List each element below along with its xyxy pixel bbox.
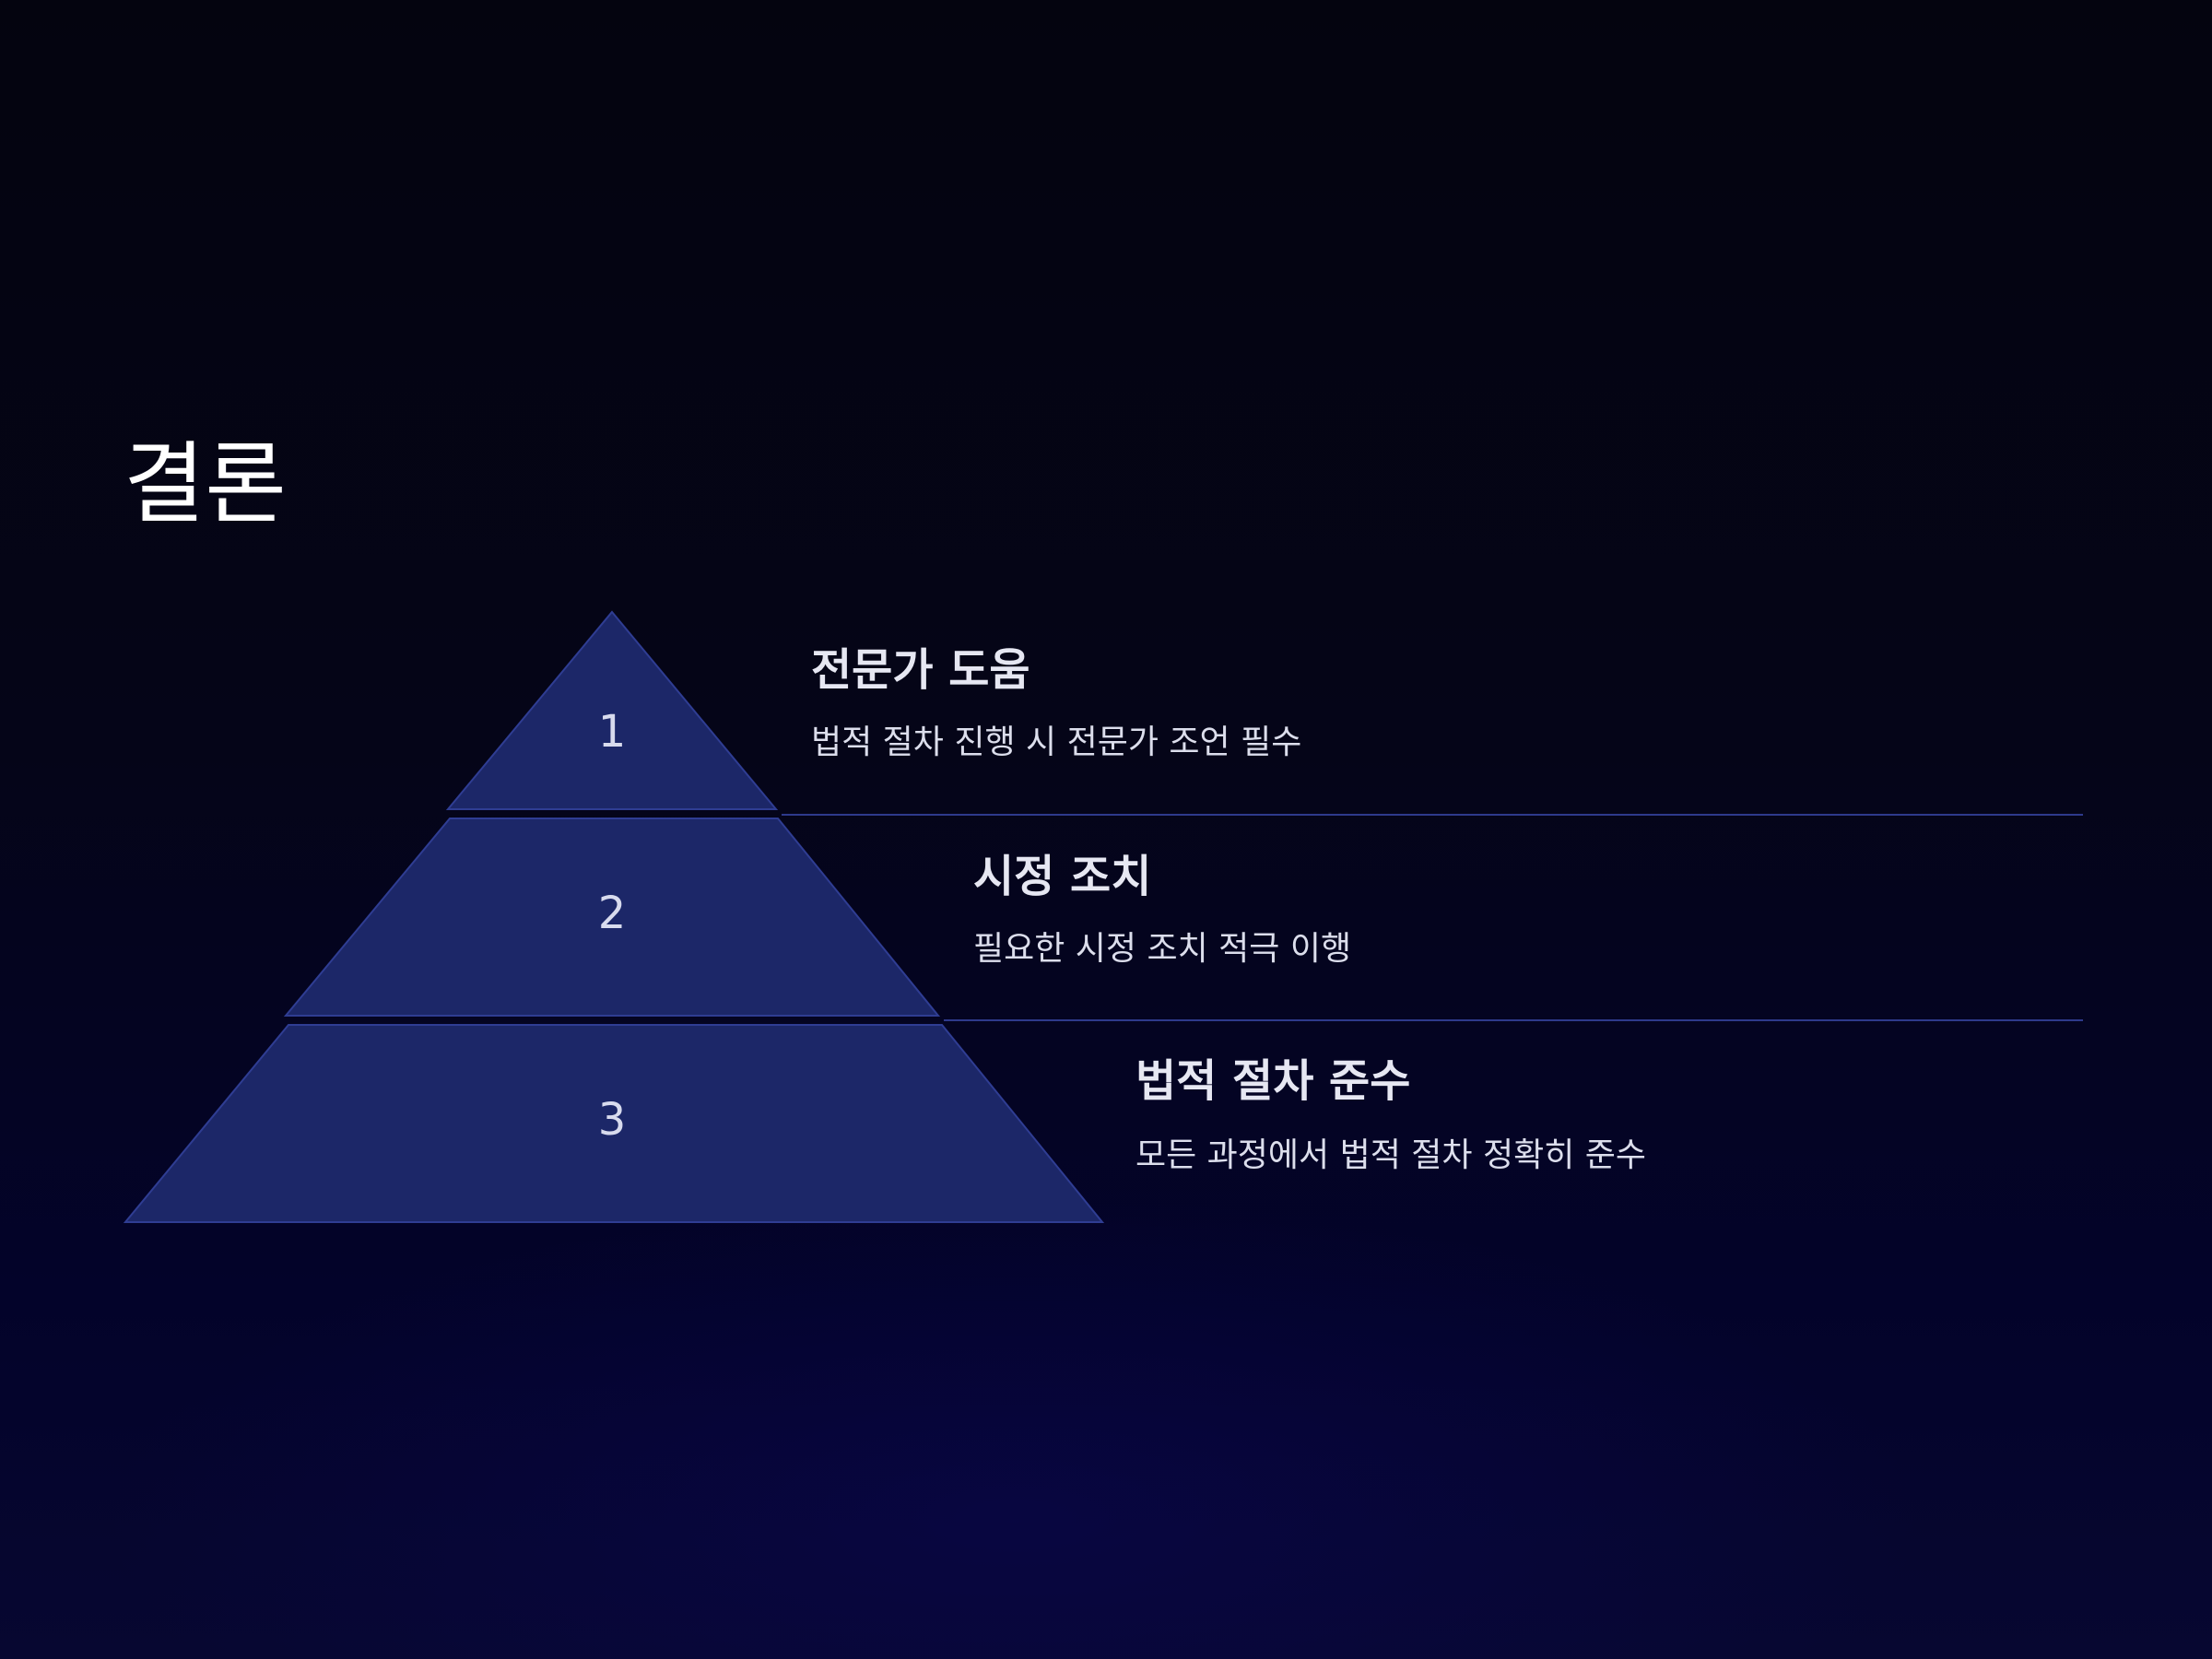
slide-title: 결론 [124, 432, 287, 535]
pyramid-level-2-number: 2 [598, 888, 627, 939]
pyramid-level-1: 1 [445, 610, 779, 810]
level-2-description: 필요한 시정 조치 적극 이행 [973, 930, 1352, 968]
pyramid-level-2-shape [283, 818, 941, 1017]
level-1-description: 법적 절차 진행 시 전문가 조언 필수 [811, 724, 1302, 761]
pyramid-level-1-shape [445, 610, 779, 810]
pyramid-level-3-shape [123, 1024, 1105, 1223]
pyramid-level-1-number: 1 [598, 706, 627, 758]
pyramid-level-3: 3 [123, 1024, 1105, 1223]
level-3-title: 법적 절차 준수 [1135, 1055, 1411, 1107]
level-3-description: 모든 과정에서 법적 절차 정확히 준수 [1135, 1136, 1647, 1174]
level-2-title: 시정 조치 [973, 851, 1152, 902]
level-1-title: 전문가 도움 [811, 644, 1030, 696]
pyramid-level-2: 2 [283, 818, 941, 1017]
pyramid-level-3-number: 3 [598, 1094, 627, 1146]
